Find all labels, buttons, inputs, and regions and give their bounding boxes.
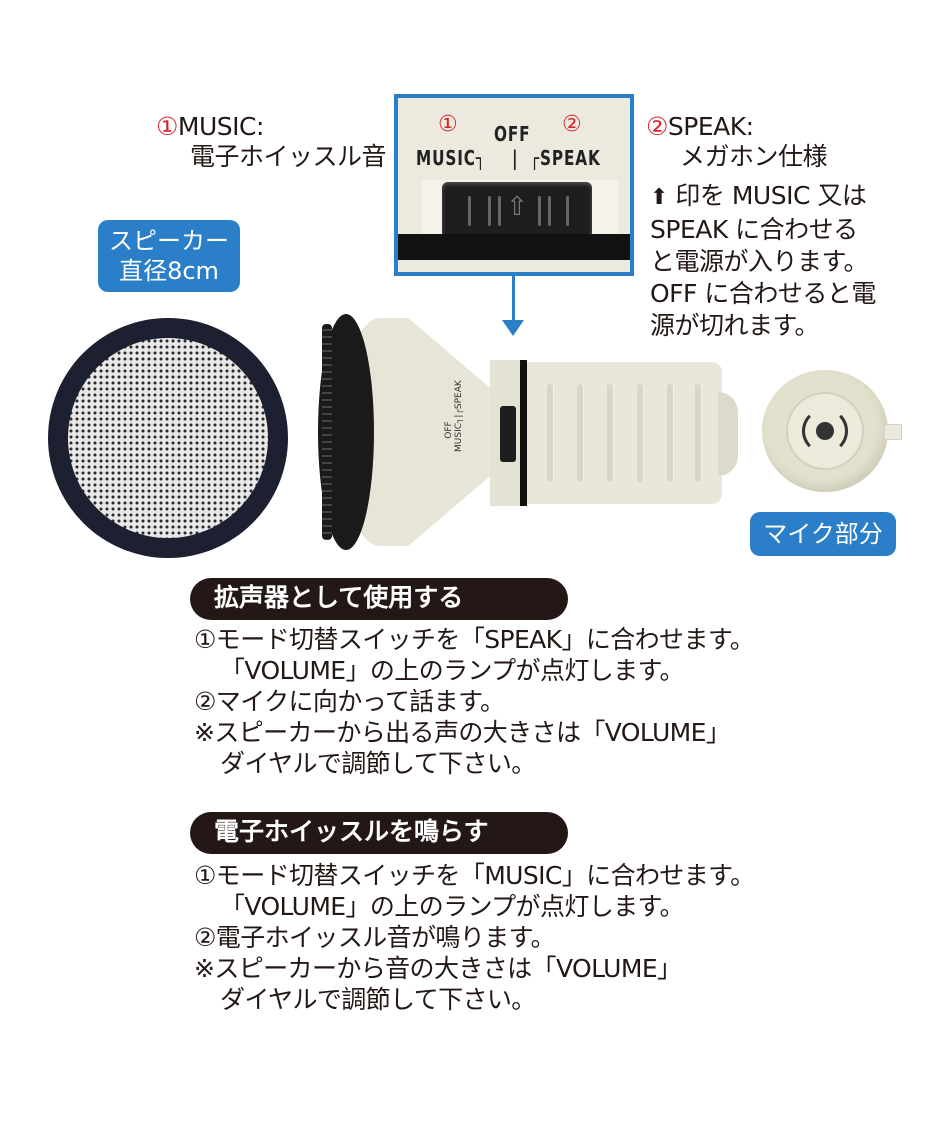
mode-switch-closeup: ① ② OFF MUSIC┐ | ┌SPEAK ⇧	[394, 94, 634, 276]
mini-mode-label: MUSIC┐|┌SPEAK	[454, 380, 464, 452]
section-heading-whistle: 電子ホイッスルを鳴らす	[190, 812, 568, 854]
number-2-marker: ②	[646, 112, 668, 141]
switch-number-1: ①	[438, 112, 458, 137]
switch-speak-label: ┌SPEAK	[530, 146, 601, 170]
music-title: MUSIC:	[177, 112, 265, 141]
megaphone-end-cap	[718, 392, 738, 476]
instruction-line: ダイヤルで調節して下さい。	[220, 749, 536, 778]
switch-off-label: OFF	[494, 122, 531, 146]
pointer-arrow-line	[512, 276, 515, 324]
power-instruction-line: と電源が入ります。	[650, 247, 869, 276]
section-body-megaphone: ①モード切替スイッチを「SPEAK」に合わせます。 「VOLUME」の上のランプ…	[194, 624, 755, 779]
black-band	[398, 234, 630, 260]
megaphone-ring	[520, 360, 527, 506]
speaker-size-tag: スピーカー 直径8cm	[98, 220, 240, 292]
mic-hole	[816, 422, 834, 440]
megaphone-handle	[527, 362, 722, 504]
power-instruction-line: 源が切れます。	[650, 311, 820, 340]
music-description: 電子ホイッスル音	[190, 142, 387, 171]
speaker-tag-line-2: 直径8cm	[119, 257, 219, 285]
speak-title: SPEAK:	[667, 112, 754, 141]
pointer-arrow-icon	[502, 320, 524, 336]
mic-part-tag: マイク部分	[750, 512, 896, 556]
instruction-line: ②マイクに向かって話ます。	[194, 687, 505, 716]
microphone-image	[762, 370, 888, 492]
section-body-whistle: ①モード切替スイッチを「MUSIC」に合わせます。 「VOLUME」の上のランプ…	[194, 860, 755, 1015]
megaphone-mode-switch[interactable]	[500, 406, 516, 462]
mic-arc	[802, 408, 848, 454]
instruction-line: ①モード切替スイッチを「MUSIC」に合わせます。	[194, 861, 755, 890]
instruction-line: ※スピーカーから出る声の大きさは「VOLUME」	[194, 718, 731, 747]
speaker-grille-image	[48, 318, 288, 558]
up-arrow-icon: ⇧	[506, 192, 528, 222]
switch-music-label: MUSIC┐	[416, 146, 486, 170]
instruction-line: ②電子ホイッスル音が鳴ります。	[194, 923, 556, 952]
mini-off-label: OFF	[444, 421, 454, 439]
switch-off-tick: |	[512, 146, 519, 170]
up-arrow-icon: ⬆	[650, 185, 668, 210]
speak-description: メガホン仕様	[680, 142, 828, 171]
mic-tab	[884, 424, 902, 440]
power-instruction-line: 印を MUSIC 又は	[675, 181, 867, 210]
mode-switch-knob[interactable]: ⇧	[442, 182, 592, 238]
power-instruction-line: OFF に合わせると電	[650, 279, 876, 308]
switch-number-2: ②	[562, 112, 582, 137]
speaker-mesh	[68, 338, 268, 538]
music-callout: ①MUSIC: 電子ホイッスル音	[156, 112, 387, 172]
power-instruction-line: SPEAK に合わせる	[650, 215, 858, 244]
instruction-line: ①モード切替スイッチを「SPEAK」に合わせます。	[194, 625, 755, 654]
instruction-line: 「VOLUME」の上のランプが点灯します。	[220, 656, 684, 685]
instruction-line: ※スピーカーから音の大きさは「VOLUME」	[194, 954, 682, 983]
number-1-marker: ①	[156, 112, 178, 141]
section-heading-megaphone: 拡声器として使用する	[190, 578, 568, 620]
instruction-line: ダイヤルで調節して下さい。	[220, 985, 536, 1014]
power-instructions: ⬆ 印を MUSIC 又は SPEAK に合わせる と電源が入ります。 OFF …	[650, 180, 876, 342]
speaker-tag-line-1: スピーカー	[109, 227, 229, 255]
megaphone-rim	[318, 314, 374, 550]
speak-callout: ②SPEAK: メガホン仕様	[646, 112, 828, 172]
instruction-line: 「VOLUME」の上のランプが点灯します。	[220, 892, 684, 921]
